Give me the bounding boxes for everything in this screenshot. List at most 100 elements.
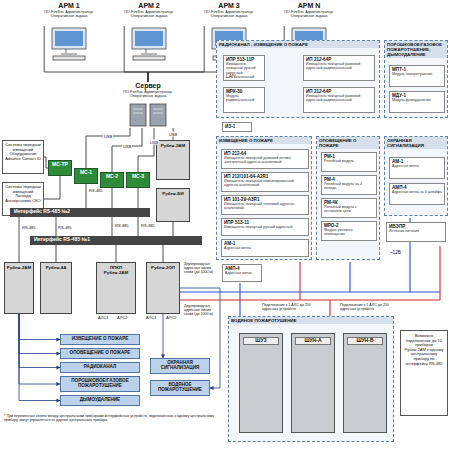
node-text: ИЗ-1 bbox=[225, 124, 249, 129]
node-text: РАДИОКАНАЛ - ИЗВЕЩЕНИЕ О ПОЖАРЕ bbox=[217, 41, 379, 48]
node-text: ПО FireSec Администратор, Оперативная за… bbox=[198, 10, 260, 19]
connector bbox=[19, 217, 20, 262]
connector bbox=[173, 222, 174, 236]
node-text: МДУ-1 bbox=[392, 93, 442, 98]
node-text: ИЗВЕЩЕНИЕ О ПОЖАРЕ bbox=[63, 336, 137, 341]
node-text: ИП 212/101-64-A2R1 bbox=[224, 174, 306, 179]
node-text: МС-3 bbox=[128, 174, 148, 180]
blk-box: ОПОВЕЩЕНИЕ О ПОЖАРЕ bbox=[60, 348, 140, 359]
reg-box: ИЗВЕЩЕНИЕ О ПОЖАРЕ ИП 212-64Извещатель по… bbox=[216, 136, 312, 260]
node-text: ОПОВЕЩЕНИЕ О ПОЖАРЕ bbox=[317, 137, 379, 149]
item-box: МРО-2Модуль речевого оповещения bbox=[321, 221, 377, 241]
dev-box: Рубеж-БИ bbox=[156, 188, 190, 222]
dev-box: Рубеж-4А bbox=[40, 262, 72, 314]
node-text: АРМ N bbox=[278, 2, 340, 10]
mc-box: МС-3 bbox=[126, 172, 150, 188]
node-text: Системы передачи извещений Ланкорд Альте… bbox=[5, 185, 41, 203]
connector bbox=[148, 26, 204, 82]
connector bbox=[19, 314, 60, 368]
node-text: Модуль дымоудаления bbox=[392, 98, 442, 102]
node-text: ШУН-А bbox=[295, 337, 331, 345]
arm-box: АРМ 3ПО FireSec Администратор, Оперативн… bbox=[198, 2, 260, 26]
reg-box: ПОРОШКОВОЕ/ГАЗОВОЕ ПОЖАРОТУШЕНИЕ, ДЫМОУД… bbox=[384, 40, 448, 118]
mc-box: МС-1 bbox=[74, 168, 98, 184]
node-text: ИП 212-64Р bbox=[306, 89, 372, 94]
connector bbox=[124, 26, 148, 82]
dev-box: ППКП Рубеж-2АМ bbox=[96, 262, 136, 314]
item-box: ИП 212-64РИзвещатель пожарный дымовой ад… bbox=[303, 55, 375, 81]
reg-box: ВОДЯНОЕ ПОЖАРОТУШЕНИЕШУЗШУН-АШУН-В bbox=[228, 316, 394, 442]
node-text: ШУЗ bbox=[243, 337, 279, 345]
node-text: Рубеж-БИ bbox=[158, 191, 188, 196]
node-text: ППКП Рубеж-2АМ bbox=[98, 265, 134, 275]
item-box: АМП-4Адресная метка bbox=[222, 264, 262, 282]
bus-box: Интерфейс RS-485 №1 bbox=[30, 236, 202, 245]
annotation: АЛС1 bbox=[146, 316, 157, 321]
annotation: АЛС2 bbox=[117, 316, 128, 321]
node-text: МС-1 bbox=[76, 170, 96, 176]
connector bbox=[44, 26, 148, 82]
mc-box: МС-2 bbox=[100, 172, 124, 188]
node-text: Интерфейс RS-485 №1 bbox=[34, 237, 198, 243]
reg-box: РАДИОКАНАЛ - ИЗВЕЩЕНИЕ О ПОЖАРЕИПР 513-1… bbox=[216, 40, 380, 118]
node-text: ИЗВЕЩЕНИЕ О ПОЖАРЕ bbox=[217, 137, 311, 144]
cab-box: ШУН-В bbox=[343, 333, 387, 433]
arm-box: АРМ NПО FireSec Администратор, Оперативн… bbox=[278, 2, 340, 26]
node-text: ПО FireSec Администратор, Оперативная за… bbox=[278, 10, 340, 19]
annotation: Двухпроводная адресная линия связи (до 1… bbox=[184, 262, 216, 274]
node-text: ИП 212-64 bbox=[224, 151, 306, 156]
node-text: ИП 101-29-A3R1 bbox=[224, 197, 306, 202]
item-box: ИП 212-64РИзвещатель пожарный дымовой ад… bbox=[303, 87, 375, 113]
connector bbox=[19, 314, 60, 354]
node-text: МРК-30 bbox=[226, 89, 262, 94]
item-box: ИП 101-29-A3R1Извещатель пожарный теплов… bbox=[221, 195, 309, 215]
reg-box: ОХРАННАЯ СИГНАЛИЗАЦИЯАМ-1Адресная меткаА… bbox=[384, 136, 448, 216]
annotation: Подключение к 1 АЛС до 250 адресных устр… bbox=[340, 303, 392, 311]
node-text: ПОРОШКОВОЕ/ГАЗОВОЕ ПОЖАРОТУШЕНИЕ, ДЫМОУД… bbox=[385, 41, 447, 58]
connector bbox=[19, 314, 60, 384]
connector bbox=[163, 245, 164, 262]
node-text: ИП 212-64Р bbox=[306, 57, 372, 62]
edge-label: USB bbox=[103, 134, 113, 139]
annotation: RS-485 bbox=[58, 226, 72, 231]
blk-box: ПОРОШКОВОЕ/ГАЗОВОЕ ПОЖАРОТУШЕНИЕ bbox=[60, 376, 140, 392]
item-box: РМ-4КРелейный модуль с контролем цепи bbox=[321, 198, 377, 218]
blk-box: ОХРАННАЯ СИГНАЛИЗАЦИЯ bbox=[150, 358, 210, 374]
annotation: LAN bbox=[226, 74, 236, 80]
annotation: АЛС1 bbox=[98, 316, 109, 321]
edge-label: USB bbox=[149, 140, 159, 145]
annotation: * При переменных связях между центральны… bbox=[4, 414, 219, 422]
node-text: Извещатель пожарный комбинированный адре… bbox=[224, 179, 306, 187]
annotation: АЛС2 bbox=[166, 316, 177, 321]
node-text: МС-ТР bbox=[50, 162, 70, 168]
arm-box: СерверПО FireSec Администратор, Оператив… bbox=[118, 82, 178, 128]
node-text: Модуль радиоканальный bbox=[226, 94, 262, 102]
connector bbox=[19, 314, 60, 401]
node-text: Модуль пожаротушения bbox=[392, 72, 442, 76]
connector bbox=[138, 128, 154, 172]
annotation: ~12В bbox=[390, 250, 401, 255]
node-text: ОХРАННАЯ СИГНАЛИЗАЦИЯ bbox=[385, 137, 447, 149]
node-text: МС-2 bbox=[102, 174, 122, 180]
node-text: ВОДЯНОЕ ПОЖАРОТУШЕНИЕ bbox=[153, 382, 207, 393]
item-box: АМП-4Адресная метка на 4 шлейфа bbox=[389, 183, 445, 205]
item-box: МРК-30Модуль радиоканальный bbox=[223, 87, 265, 113]
node-text: Рубеж-2ОП bbox=[148, 265, 178, 270]
connector bbox=[116, 245, 117, 262]
node-text: Сервер bbox=[118, 82, 178, 90]
node-text: РАДИОКАНАЛ bbox=[63, 364, 137, 369]
node-text: РМ-4К bbox=[324, 200, 374, 205]
arm-box: АРМ 1ПО FireSec Администратор, Оперативн… bbox=[38, 2, 100, 26]
node-text: Системы передачи извещений Оборудование … bbox=[5, 143, 41, 161]
node-text: РМ-4 bbox=[324, 177, 374, 182]
annotation: Двухпроводная адресная линия связи (до 1… bbox=[184, 304, 216, 316]
node-text: АМП-4 bbox=[225, 266, 259, 271]
note-box: Возможно подключение до 10 приборов Рубе… bbox=[400, 330, 448, 416]
item-box: ИЗ-1 bbox=[222, 122, 252, 132]
node-text: Адресная метка bbox=[225, 271, 259, 275]
node-text: Релейный модуль bbox=[324, 159, 374, 163]
node-text: ДЫМОУДАЛЕНИЕ bbox=[63, 397, 137, 402]
node-text: ПО FireSec Администратор, Оперативная за… bbox=[118, 90, 178, 99]
node-text: ШУН-В bbox=[347, 337, 383, 345]
edge-label: USB bbox=[122, 144, 132, 149]
